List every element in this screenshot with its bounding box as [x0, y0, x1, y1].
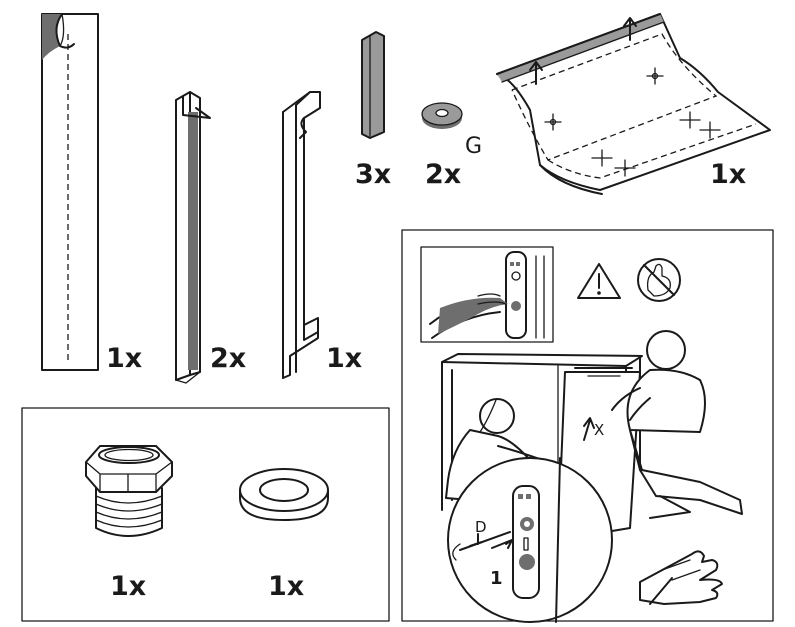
- screw-d-label: D: [475, 518, 487, 536]
- bracket-part: [282, 91, 321, 379]
- small-strip-part: [361, 31, 385, 139]
- hinge-inset: [420, 246, 554, 343]
- arrow-x-label: X: [594, 421, 604, 439]
- hose-fitting-part: [85, 445, 173, 537]
- person-left: [445, 398, 549, 501]
- installation-panel: [401, 229, 774, 622]
- washer-part: [421, 102, 463, 129]
- adhesive-strip-qty: 1x: [106, 343, 142, 374]
- gasket-ring-part: [239, 468, 329, 521]
- hinge-detail-magnifier: [447, 457, 613, 623]
- washer-qty: 2x: [425, 159, 461, 190]
- gasket-ring-qty: 1x: [268, 571, 304, 602]
- hand-pointing-icon: [639, 550, 723, 605]
- side-rail-qty: 2x: [210, 343, 246, 374]
- person-right: [611, 330, 743, 519]
- bracket-qty: 1x: [326, 343, 362, 374]
- side-rail-part: [175, 91, 211, 384]
- hose-fitting-qty: 1x: [110, 571, 146, 602]
- protection-foil-part: [496, 13, 771, 195]
- small-strip-qty: 3x: [355, 159, 391, 190]
- washer-letter: G: [465, 134, 482, 159]
- protection-foil-qty: 1x: [710, 159, 746, 190]
- warning-icon: [577, 263, 621, 299]
- adhesive-strip-part: [41, 13, 99, 371]
- fittings-box: [21, 407, 390, 622]
- step-number: 1: [490, 568, 503, 589]
- no-touch-icon: [637, 258, 681, 302]
